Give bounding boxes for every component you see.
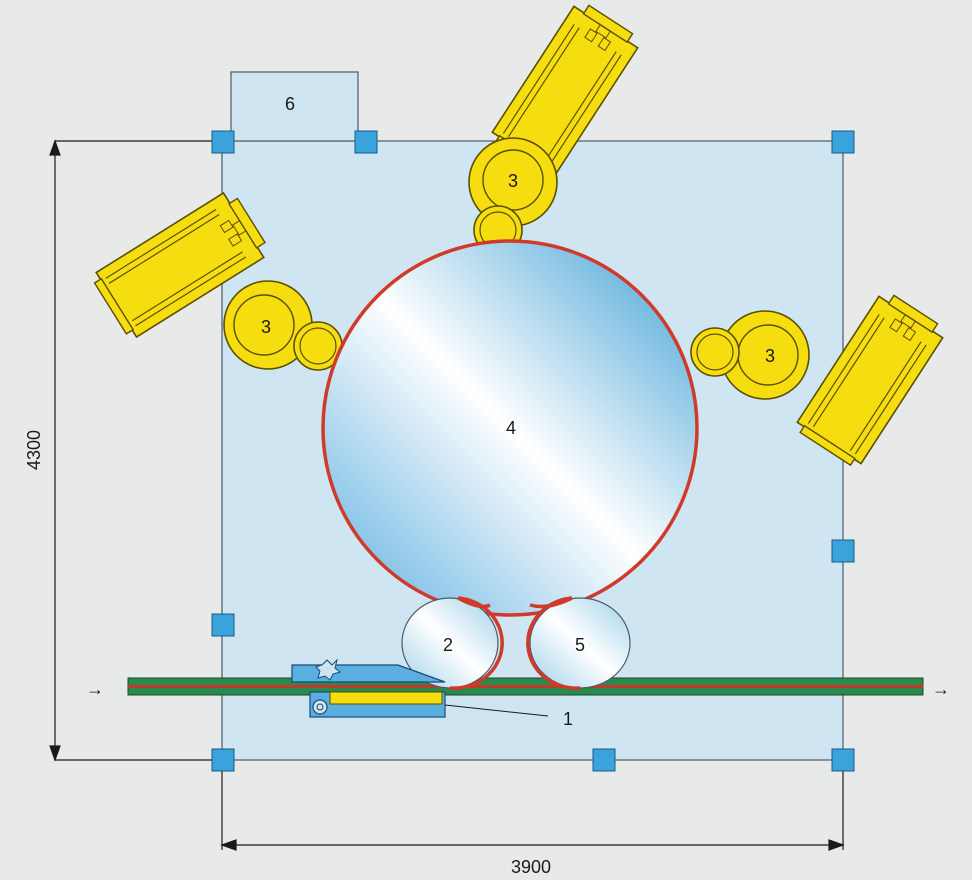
width-dimension — [220, 760, 845, 851]
web-in-arrow: → — [86, 679, 104, 699]
pressure-roller-left — [401, 596, 504, 690]
web-out-arrow: → — [932, 679, 950, 699]
label-print-head-right: 3 — [765, 346, 775, 366]
pressure-roller-right — [526, 596, 631, 690]
label-roller-right: 5 — [575, 635, 585, 655]
print-head-left-rollers — [223, 280, 343, 371]
height-dimension — [49, 139, 222, 762]
label-control-cabinet: 6 — [285, 94, 295, 114]
label-width-dimension: 3900 — [511, 857, 551, 877]
label-print-head-top: 3 — [508, 171, 518, 191]
label-inspection-unit: 1 — [563, 709, 573, 729]
label-roller-left: 2 — [443, 635, 453, 655]
print-head-top-rollers — [468, 137, 558, 255]
inspection-unit — [291, 658, 549, 718]
label-central-drum: 4 — [506, 418, 516, 438]
print-head-right-rollers — [690, 310, 810, 400]
frame-anchors — [211, 130, 855, 772]
central-drum — [321, 239, 699, 617]
label-print-head-left: 3 — [261, 317, 271, 337]
control-cabinet — [230, 71, 359, 142]
label-height-dimension: 4300 — [24, 430, 44, 470]
web-strip — [127, 677, 924, 696]
